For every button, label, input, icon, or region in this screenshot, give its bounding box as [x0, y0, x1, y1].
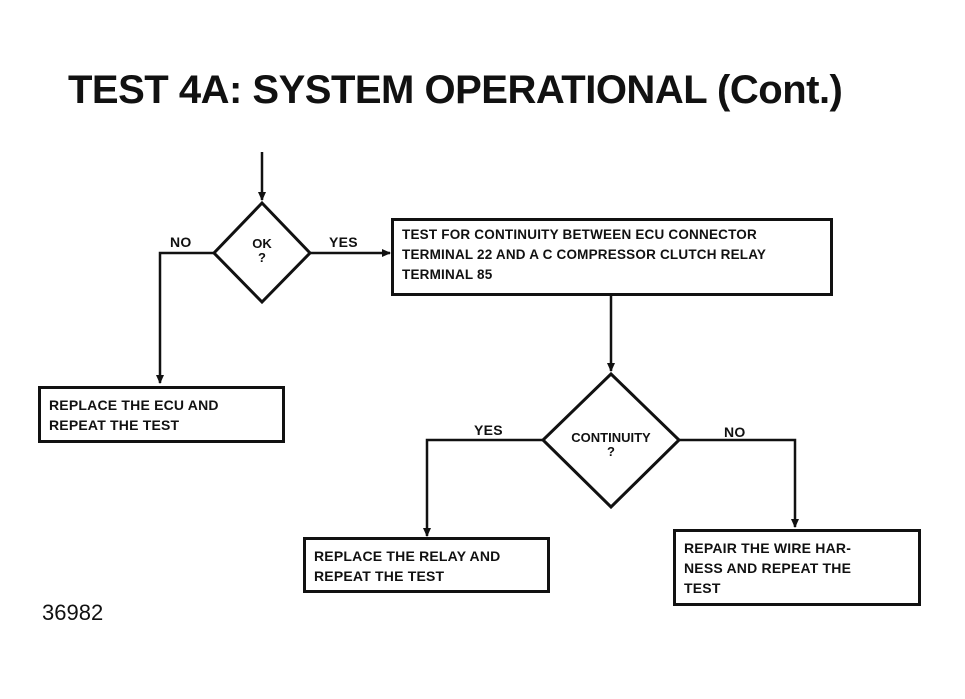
replace-ecu-line-2: REPEAT THE TEST	[49, 417, 180, 433]
test-continuity-line-3: TERMINAL 85	[402, 267, 493, 282]
ok-decision-question: ?	[258, 250, 266, 265]
ok-diamond	[211, 200, 313, 305]
test-continuity-line-1: TEST FOR CONTINUITY BETWEEN ECU CONNECTO…	[402, 227, 757, 242]
repair-harness-box: REPAIR THE WIRE HAR- NESS AND REPEAT THE…	[673, 529, 921, 606]
continuity-decision-text: CONTINUITY	[571, 430, 651, 445]
test-continuity-line-2: TERMINAL 22 AND A C COMPRESSOR CLUTCH RE…	[402, 247, 767, 262]
repair-harness-line-2: NESS AND REPEAT THE	[684, 560, 852, 576]
ok-no-connector	[156, 251, 214, 384]
ok-decision-label: OK ?	[232, 237, 292, 265]
continuity-yes-label: YES	[474, 422, 503, 438]
title-main: TEST 4A: SYSTEM OPERATIONAL	[68, 68, 707, 112]
replace-relay-line-1: REPLACE THE RELAY AND	[314, 548, 501, 564]
continuity-decision-label: CONTINUITY ?	[551, 431, 671, 459]
replace-relay-line-2: REPEAT THE TEST	[314, 568, 445, 584]
figure-number: 36982	[42, 600, 104, 625]
ok-no-label: NO	[170, 234, 192, 250]
repair-harness-line-1: REPAIR THE WIRE HAR-	[684, 540, 852, 556]
ok-yes-label: YES	[329, 234, 358, 250]
title-cont: (Cont.)	[717, 68, 843, 112]
continuity-no-label: NO	[724, 424, 746, 440]
page-title: TEST 4A: SYSTEM OPERATIONAL (Cont.)	[68, 68, 948, 113]
continuity-diamond	[540, 371, 682, 510]
replace-ecu-box: REPLACE THE ECU AND REPEAT THE TEST	[38, 386, 285, 443]
repair-harness-line-3: TEST	[684, 580, 721, 596]
replace-relay-box: REPLACE THE RELAY AND REPEAT THE TEST	[303, 537, 550, 593]
continuity-yes-connector	[423, 438, 543, 537]
continuity-no-connector	[679, 438, 799, 528]
test-continuity-box: TEST FOR CONTINUITY BETWEEN ECU CONNECTO…	[391, 218, 833, 296]
replace-ecu-line-1: REPLACE THE ECU AND	[49, 397, 219, 413]
continuity-decision-question: ?	[607, 444, 615, 459]
ok-decision-text: OK	[252, 236, 272, 251]
